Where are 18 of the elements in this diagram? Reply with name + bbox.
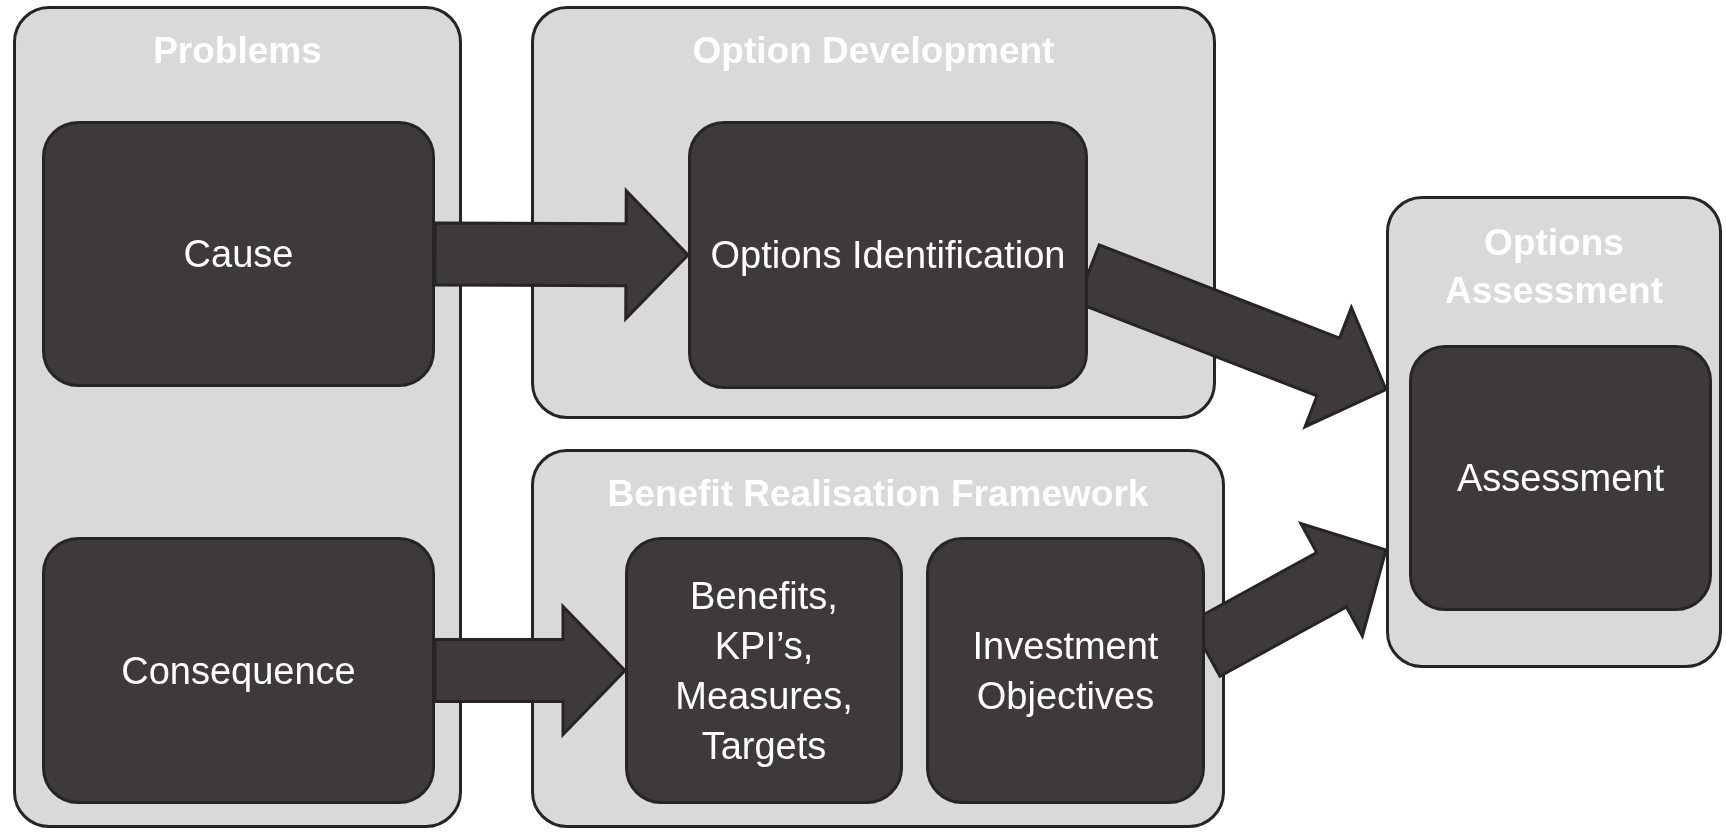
group-panel — [1386, 196, 1722, 668]
block-arrow — [433, 602, 628, 739]
block-arrow — [433, 187, 691, 323]
process-box — [625, 537, 903, 804]
box-label: Consequence — [120, 648, 357, 694]
process-box — [688, 121, 1088, 389]
box-label: Cause — [182, 232, 295, 277]
process-box — [42, 537, 435, 804]
group-panel — [531, 449, 1225, 828]
box-label: Investment Objectives — [971, 623, 1160, 719]
process-box — [42, 121, 435, 387]
process-box — [1409, 345, 1712, 611]
group-panel — [13, 6, 462, 828]
box-label: Assessment — [1456, 456, 1665, 501]
box-label: Options Identification — [709, 233, 1067, 278]
box-label: Benefits, KPI’s, Measures, Targets — [674, 573, 854, 769]
group-panel — [531, 6, 1216, 419]
process-box — [926, 537, 1205, 804]
